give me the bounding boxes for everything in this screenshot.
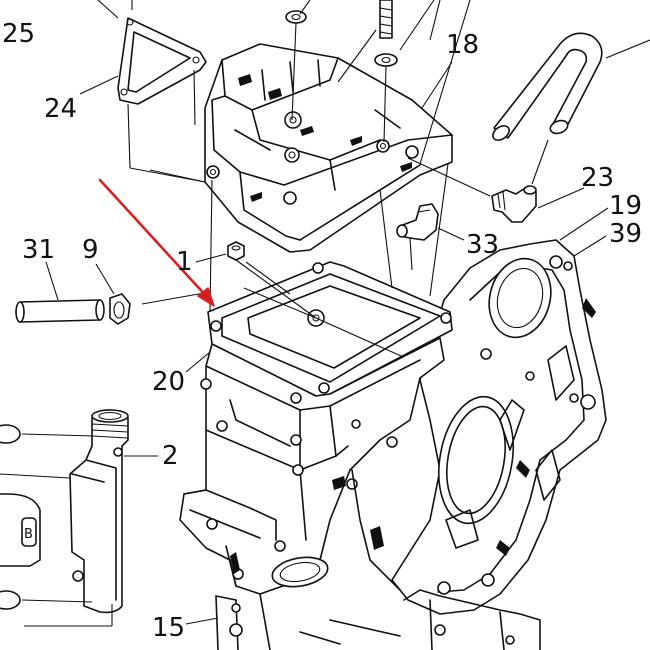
washer-top-left bbox=[285, 10, 307, 121]
label-31: 31 bbox=[22, 235, 55, 265]
fitting-part-23 bbox=[407, 139, 585, 223]
hose-part bbox=[492, 32, 650, 141]
fragment-letter: B bbox=[24, 527, 33, 542]
label-25: 25 bbox=[2, 19, 35, 49]
assembly-lines bbox=[79, 0, 471, 373]
label-9: 9 bbox=[82, 235, 99, 265]
label-1: 1 bbox=[176, 247, 193, 277]
bottom-bracket-part-15 bbox=[185, 589, 541, 650]
gearcase-block bbox=[179, 337, 445, 595]
label-15: 15 bbox=[152, 613, 185, 643]
label-19: 19 bbox=[609, 191, 642, 221]
callout-labels: 25 24 18 23 19 39 31 9 1 33 20 2 15 bbox=[2, 19, 642, 643]
bolt-top bbox=[374, 0, 398, 143]
left-fragment-part: B bbox=[0, 424, 112, 627]
label-39: 39 bbox=[609, 219, 642, 249]
label-18: 18 bbox=[446, 30, 479, 60]
label-33: 33 bbox=[466, 230, 499, 260]
top-cover-part-18 bbox=[149, 43, 453, 253]
fitting-part-33 bbox=[396, 203, 465, 271]
label-20: 20 bbox=[152, 367, 185, 397]
clip-part-9 bbox=[95, 263, 211, 325]
gasket-part-24 bbox=[97, 0, 207, 169]
label-2: 2 bbox=[162, 441, 179, 471]
pipe-part-31 bbox=[15, 261, 105, 323]
filter-part-2 bbox=[69, 409, 158, 626]
pointer-arrow bbox=[98, 178, 215, 307]
label-24: 24 bbox=[44, 94, 77, 124]
side-housing-part-19 bbox=[391, 207, 609, 615]
label-23: 23 bbox=[581, 163, 614, 193]
